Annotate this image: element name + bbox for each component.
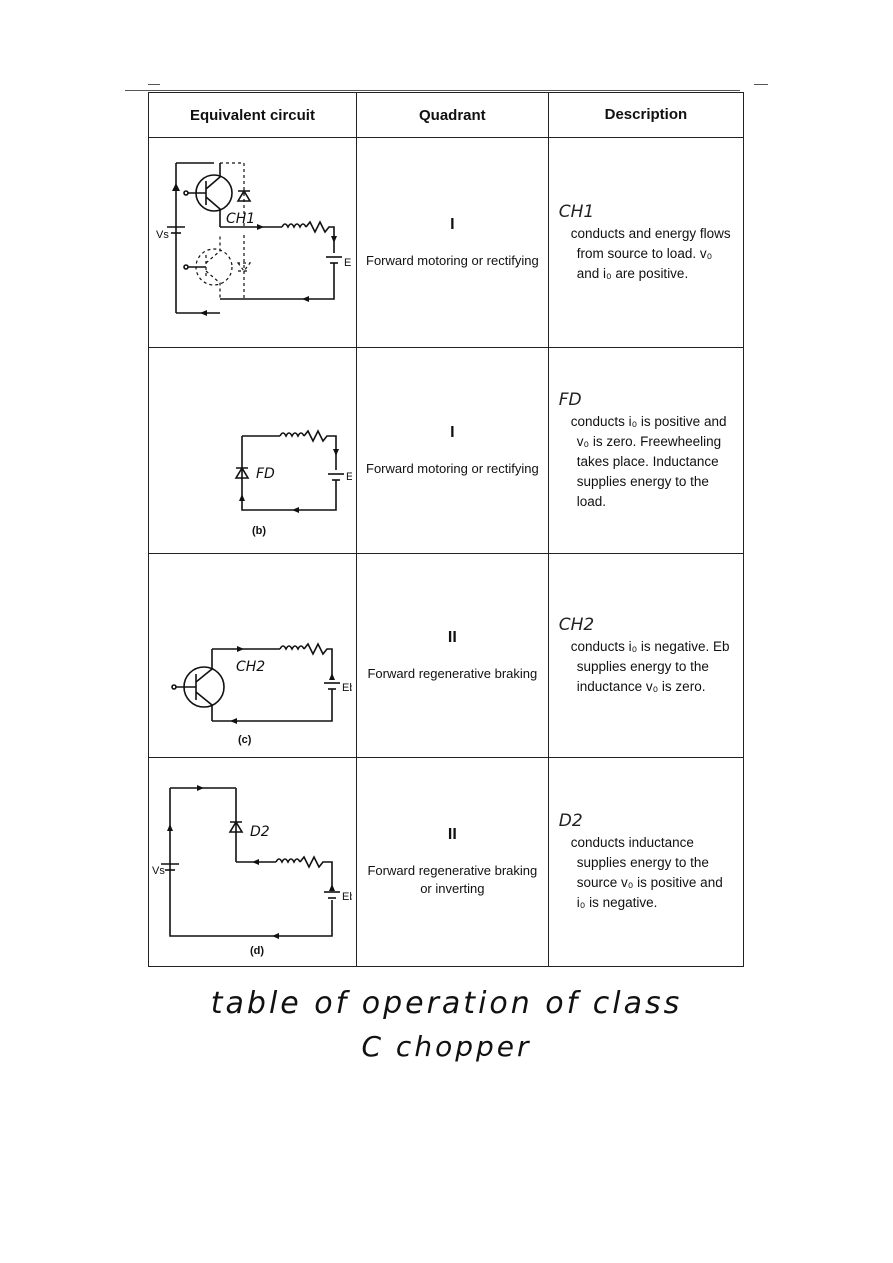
table-row: Vs D2 Eb (d) II Forward regenerative bra… xyxy=(148,757,745,967)
quadrant-number: I xyxy=(450,215,455,233)
table-row: Eb FD (b) I Forward motoring or rectifyi… xyxy=(148,347,745,554)
quadrant-description: Forward regenerative braking or invertin… xyxy=(367,863,538,896)
description-text: conducts and energy flows from source to… xyxy=(570,225,731,281)
description-text: conducts i₀ is positive and v₀ is zero. … xyxy=(570,413,727,509)
table-row: Eb CH2 (c) II Forward regenerative braki… xyxy=(148,553,745,758)
circuit-cell: Vs CH1 Eb xyxy=(148,137,357,348)
circuit-cell: Eb FD (b) xyxy=(148,347,357,554)
fd-handwritten-label: FD xyxy=(256,466,275,482)
quadrant-number: II xyxy=(447,826,457,843)
desc-handwritten-note: CH2 xyxy=(558,614,595,635)
operation-table: Equivalent circuit Quadrant Description … xyxy=(148,92,745,967)
quadrant-description: Forward motoring or rectifying xyxy=(366,252,539,268)
quadrant-number: I xyxy=(450,423,455,441)
quadrant-description: Forward regenerative braking xyxy=(367,665,538,681)
quadrant-description: Forward motoring or rectifying xyxy=(366,460,539,476)
vs-label: Vs xyxy=(156,229,169,241)
circuit-cell: Eb CH2 (c) xyxy=(148,553,357,758)
description-text: conducts i₀ is negative. Eb supplies ene… xyxy=(570,638,730,694)
circuit-diagram-b: Eb FD (b) xyxy=(235,428,352,537)
circuit-label: (c) xyxy=(238,734,252,746)
top-rule xyxy=(125,90,740,91)
circuit-label: (b) xyxy=(252,525,266,537)
table-header-row: Equivalent circuit Quadrant Description xyxy=(148,92,745,138)
d2-handwritten-label: D2 xyxy=(250,824,270,840)
circuit-diagram-d: Vs D2 Eb (d) xyxy=(152,785,352,957)
description-cell: CH2 conducts i₀ is negative. Eb supplies… xyxy=(547,553,745,758)
ch1-handwritten-label: CH1 xyxy=(226,211,255,227)
handwritten-caption-line2: C chopper xyxy=(361,1030,532,1063)
description-cell: D2 conducts inductance supplies energy t… xyxy=(547,757,745,967)
header-description: Description xyxy=(547,92,745,138)
desc-handwritten-note: CH1 xyxy=(558,201,595,222)
quadrant-number: II xyxy=(447,628,457,646)
description-cell: FD conducts i₀ is positive and v₀ is zer… xyxy=(547,347,745,554)
header-quadrant: Quadrant xyxy=(355,92,549,138)
eb-label: Eb xyxy=(346,471,352,483)
description-text: conducts inductance supplies energy to t… xyxy=(570,835,723,910)
circuit-cell: Vs D2 Eb (d) xyxy=(148,757,357,967)
scan-line xyxy=(148,84,160,85)
circuit-diagram-c: Eb CH2 (c) xyxy=(171,641,352,746)
quadrant-cell: II Forward regenerative braking or inver… xyxy=(355,757,549,967)
desc-handwritten-note: FD xyxy=(558,389,582,410)
table-row: Vs CH1 Eb xyxy=(148,137,745,348)
eb-label: Eb xyxy=(344,257,352,269)
eb-label: Eb xyxy=(342,891,352,903)
desc-handwritten-note: D2 xyxy=(558,811,583,831)
handwritten-caption-line1: table of operation of class xyxy=(210,986,683,1021)
quadrant-cell: I Forward motoring or rectifying xyxy=(355,347,549,554)
scan-line xyxy=(754,84,768,85)
circuit-diagram-a: Vs CH1 Eb xyxy=(156,161,352,316)
ch2-handwritten-label: CH2 xyxy=(236,659,265,675)
description-cell: CH1 conducts and energy flows from sourc… xyxy=(547,137,745,348)
vs-label: Vs xyxy=(152,865,165,877)
circuit-label: (d) xyxy=(250,945,264,957)
quadrant-cell: I Forward motoring or rectifying xyxy=(355,137,549,348)
eb-label: Eb xyxy=(342,682,352,694)
header-equivalent-circuit: Equivalent circuit xyxy=(148,92,357,138)
quadrant-cell: II Forward regenerative braking xyxy=(355,553,549,758)
